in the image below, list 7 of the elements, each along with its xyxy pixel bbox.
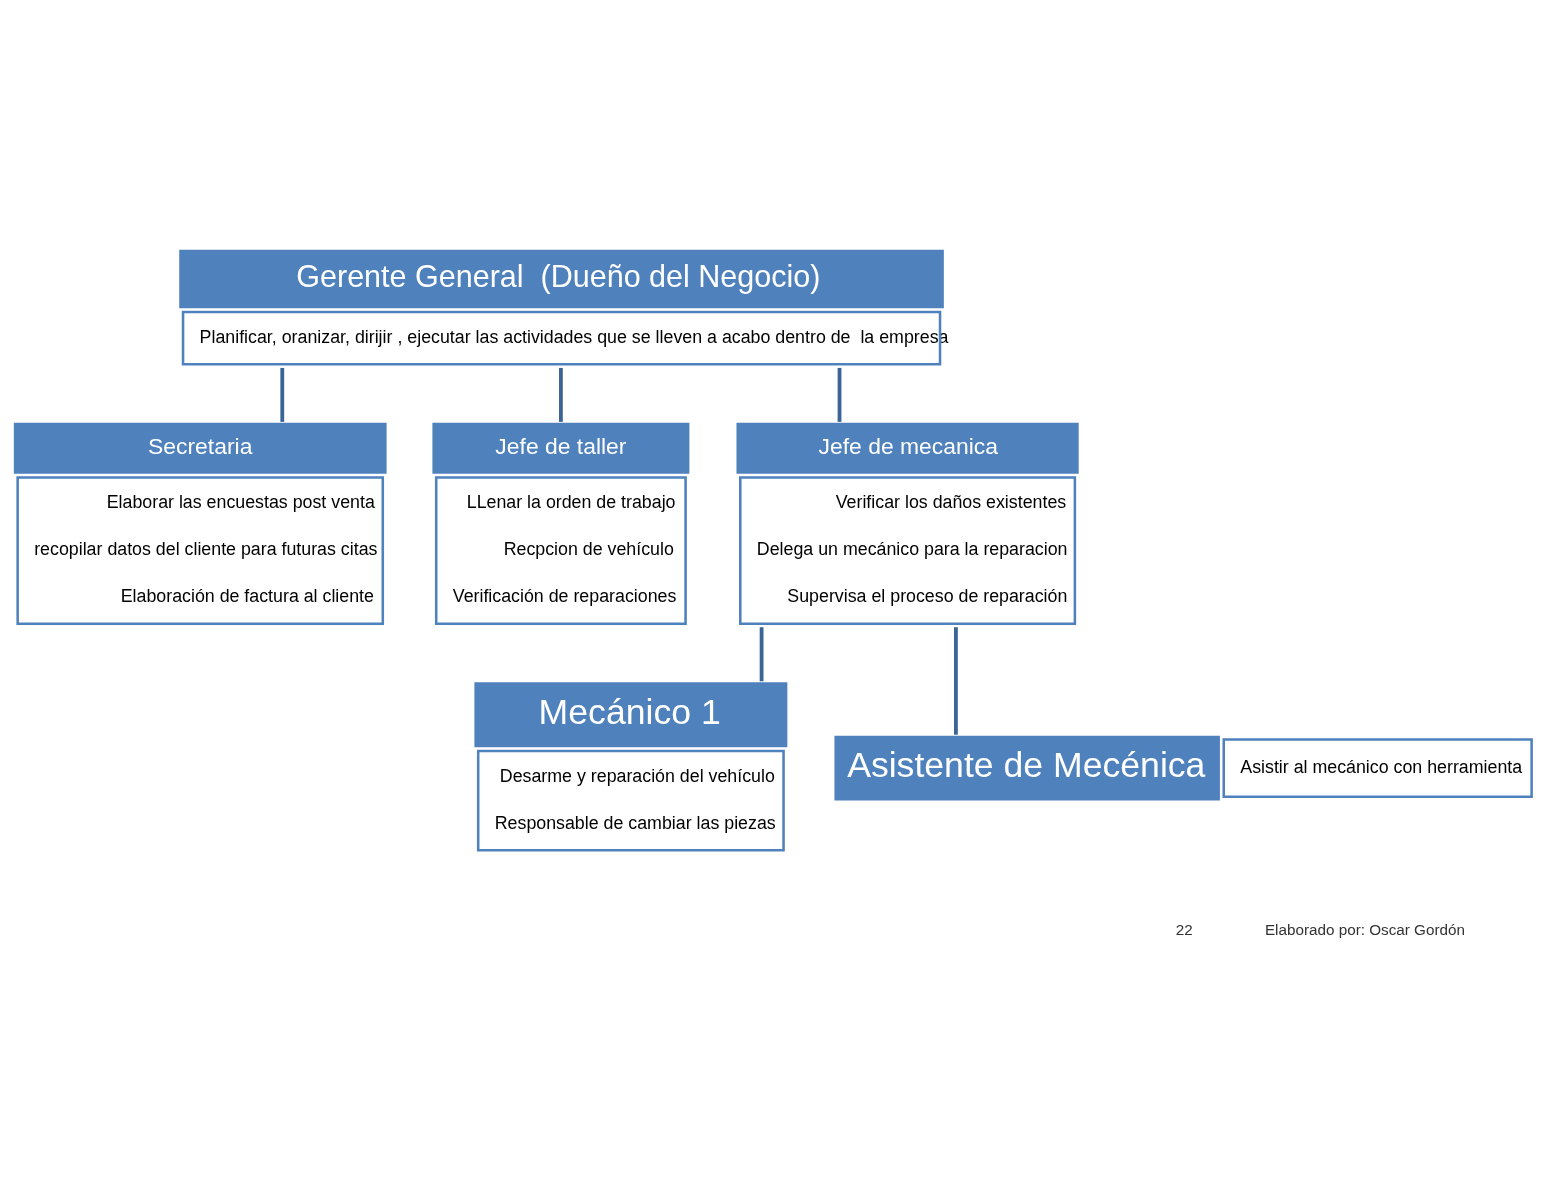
label: 22	[1175, 920, 1193, 938]
connector	[280, 367, 285, 422]
connector	[759, 626, 764, 681]
connector	[837, 367, 842, 422]
label: Elaborado por: Oscar Gordón	[1264, 920, 1465, 938]
connector	[954, 626, 958, 735]
connector	[559, 367, 563, 422]
